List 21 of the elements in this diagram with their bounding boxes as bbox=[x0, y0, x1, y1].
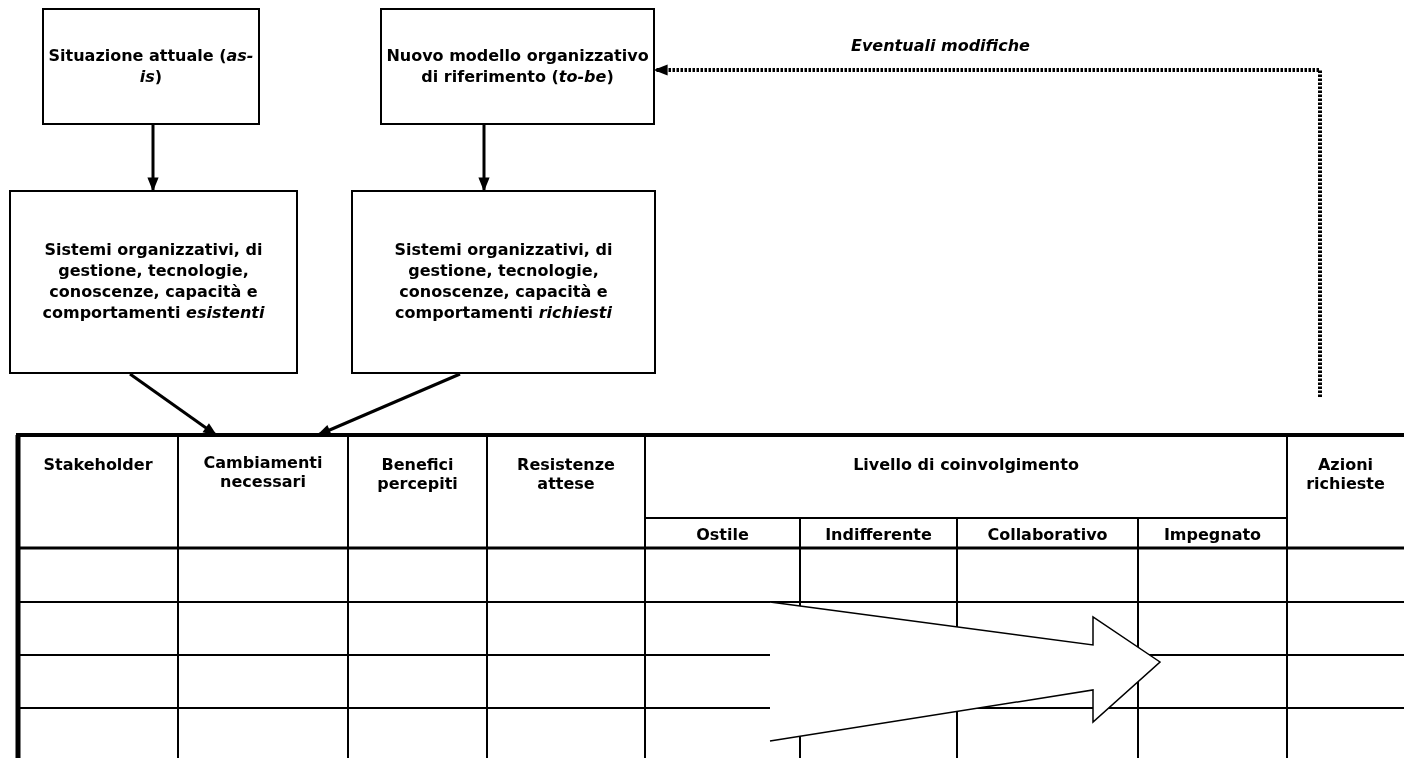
node-text: Situazione attuale (as-is) bbox=[48, 45, 254, 88]
arrow bbox=[147, 125, 159, 192]
node-text: Sistemi organizzativi, di gestione, tecnologie, conoscenze, capacità e comportamenti richiesti bbox=[393, 240, 614, 324]
column-header: Impegnato bbox=[1162, 525, 1263, 545]
column-header: Stakeholder bbox=[42, 455, 154, 475]
process-box bbox=[380, 8, 655, 125]
node-text: Sistemi organizzativi, di gestione, tecnologie, conoscenze, capacità e comportamenti esistenti bbox=[41, 240, 266, 324]
arrow bbox=[478, 125, 490, 192]
column-header: Azioni richieste bbox=[1305, 455, 1386, 494]
column-header: Resistenze attese bbox=[516, 455, 616, 494]
column-header: Collaborativo bbox=[986, 525, 1109, 545]
column-header: Indifferente bbox=[824, 525, 933, 545]
node-text: Nuovo modello organizzativo di riferimento (to-be) bbox=[386, 45, 649, 88]
process-box bbox=[351, 190, 656, 374]
column-header: Ostile bbox=[695, 525, 750, 545]
process-box bbox=[9, 190, 298, 374]
process-box bbox=[42, 8, 260, 125]
column-header: Livello di coinvolgimento bbox=[852, 455, 1080, 475]
arrow bbox=[316, 372, 461, 437]
node-text: Cambiamenti necessari bbox=[202, 453, 324, 492]
column-header: Benefici percepiti bbox=[376, 455, 459, 494]
